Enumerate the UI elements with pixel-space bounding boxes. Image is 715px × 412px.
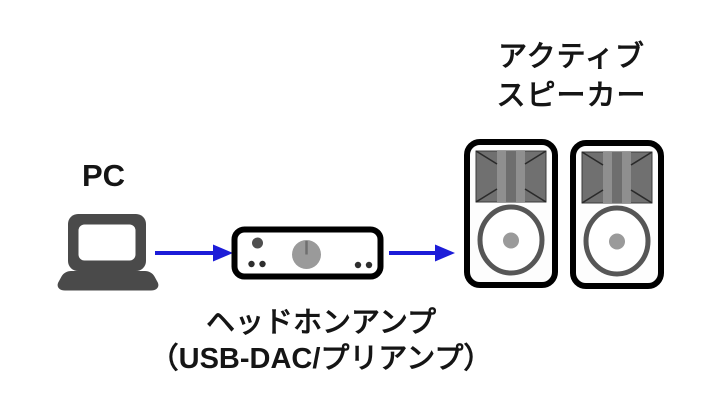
speaker-icon	[570, 140, 664, 289]
laptop-icon	[57, 214, 159, 291]
arrow-right-icon	[155, 244, 233, 262]
speaker-icon	[464, 139, 558, 288]
headphone-amp-icon	[231, 226, 384, 280]
speakers-label-line2: スピーカー	[496, 80, 647, 112]
arrow-right-icon	[389, 244, 455, 262]
speakers-label-line1: アクティブ	[498, 41, 645, 73]
amp-label-line1: ヘッドホンアンプ	[206, 307, 436, 339]
pc-label: PC	[82, 158, 126, 193]
amp-label: ヘッドホンアンプ （USB-DAC/プリアンプ）	[120, 305, 522, 377]
speakers-label: アクティブ スピーカー	[450, 38, 693, 116]
amp-label-line2: （USB-DAC/プリアンプ）	[149, 343, 493, 375]
